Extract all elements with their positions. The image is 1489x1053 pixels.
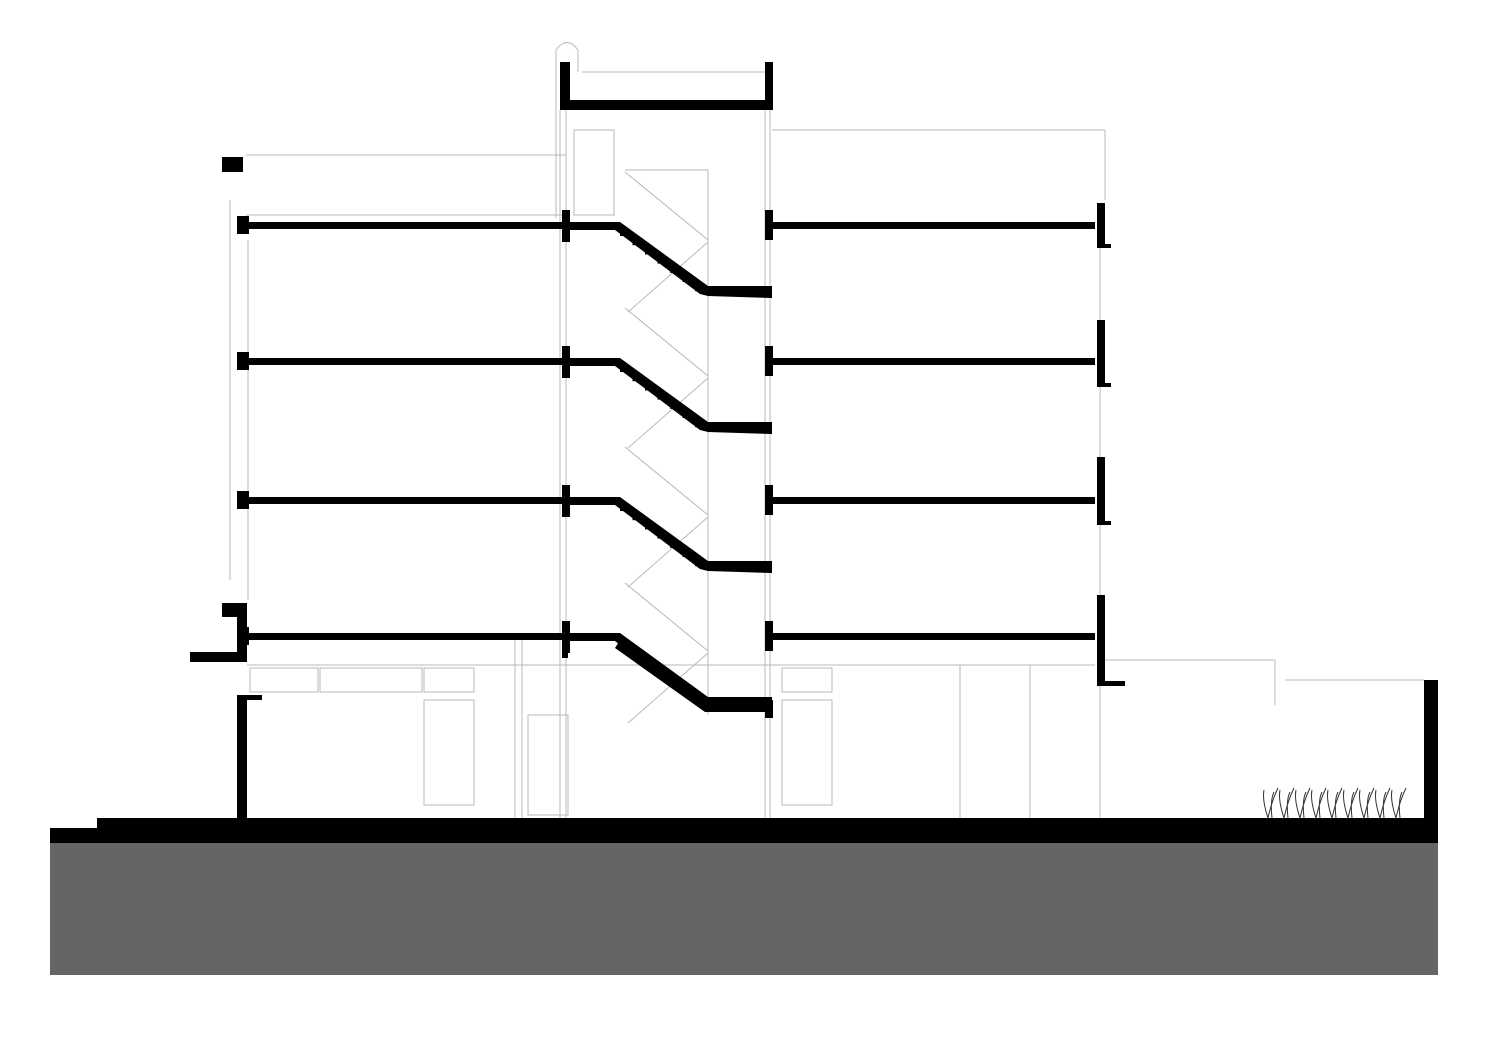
right-facade-edge: [1097, 203, 1105, 248]
roof-hatch-arc: [555, 42, 579, 51]
core-beam-left: [562, 485, 570, 517]
stair-rail: [624, 582, 709, 652]
core-beam-right: [765, 210, 773, 240]
planting: [1311, 787, 1327, 819]
floor-slab-right: [770, 497, 1095, 504]
transom-panel: [249, 667, 319, 693]
left-canopy-post: [237, 617, 247, 657]
stair-step: [645, 523, 651, 530]
door-upper: [573, 129, 615, 216]
stair-step: [682, 551, 689, 557]
stair-step: [657, 532, 664, 539]
planting: [1327, 787, 1343, 819]
stair-back-flight: [627, 516, 709, 588]
ground-floor-slab: [97, 818, 1438, 828]
stair-step: [645, 248, 651, 255]
transom-panel: [319, 667, 423, 693]
planting: [1359, 787, 1375, 819]
stair-rail: [624, 171, 709, 241]
stair-step: [632, 239, 639, 246]
stair-flight: [565, 222, 772, 298]
core-beam-left: [562, 346, 570, 378]
stair-flight: [565, 358, 772, 434]
right-facade-edge: [1097, 457, 1105, 525]
core-roof-wall-right: [765, 62, 773, 110]
stair-step: [670, 266, 676, 273]
floor-slab-right: [770, 222, 1095, 229]
stair-flight-ground: [615, 640, 772, 712]
left-canopy-top: [222, 603, 247, 617]
core-beam-right: [765, 346, 773, 376]
right-facade-edge: [1097, 320, 1105, 387]
floor-slab-left: [247, 633, 565, 640]
cut-elements: [50, 62, 1438, 975]
core-beam-right: [765, 485, 773, 515]
stair-step: [657, 393, 664, 400]
left-parapet: [222, 157, 243, 172]
stair-step: [695, 285, 701, 292]
core-roof-wall-left: [560, 62, 570, 110]
core-beam-left: [562, 621, 570, 653]
right-facade-return: [1097, 383, 1111, 387]
site-boundary-wall: [1424, 680, 1438, 828]
stair-step: [645, 384, 651, 391]
stair-rail: [624, 307, 709, 377]
stair-step: [682, 412, 689, 418]
planting: [1263, 787, 1279, 819]
stair-flight: [565, 633, 772, 709]
stair-rail: [624, 446, 709, 516]
ground-left-wall-cap: [237, 695, 262, 700]
transom-panel: [781, 667, 833, 693]
facade-slab-edge-left: [237, 491, 249, 509]
planting: [1295, 787, 1311, 819]
floor-slab-left: [247, 222, 565, 229]
right-canopy: [1097, 681, 1125, 686]
transom-panel: [423, 667, 475, 693]
planting: [1343, 787, 1359, 819]
ground-slab: [50, 828, 1438, 843]
stair-step: [632, 514, 639, 521]
core-beam-left: [562, 210, 570, 242]
planting: [1391, 787, 1407, 819]
stair-step: [695, 421, 701, 428]
floor-slab-right: [770, 633, 1095, 640]
facade-slab-edge-left: [237, 352, 249, 370]
floor-slab-left: [247, 497, 565, 504]
facade-slab-edge-left: [237, 216, 249, 234]
window-ground-right: [781, 699, 833, 806]
floor-slab-left: [247, 358, 565, 365]
floor-slab-right: [770, 358, 1095, 365]
window-ground-left: [423, 699, 475, 806]
core-beam-right: [765, 621, 773, 651]
ground-mass: [50, 843, 1438, 975]
stair-step: [657, 257, 664, 264]
stair-step: [682, 276, 689, 282]
stair-step: [670, 402, 676, 409]
right-facade-return: [1097, 244, 1111, 248]
stair-step: [620, 230, 626, 236]
stair-step: [670, 541, 676, 548]
core-roof-slab: [560, 100, 773, 110]
planting: [1375, 787, 1391, 819]
planting: [1279, 787, 1295, 819]
background-lines: [229, 42, 1424, 819]
stair-step: [620, 366, 626, 372]
stair-step: [632, 375, 639, 382]
left-canopy-base: [190, 652, 247, 662]
stair-flight: [565, 497, 772, 573]
stair-step: [695, 560, 701, 567]
core-stub-ground: [562, 640, 568, 658]
ground-left-wall: [237, 695, 247, 818]
stair-back-flight: [627, 377, 709, 449]
right-facade-return: [1097, 521, 1111, 525]
door-ground: [527, 714, 569, 816]
right-facade-edge: [1097, 595, 1105, 685]
stair-back-flight: [627, 241, 709, 313]
stair-step: [620, 505, 626, 511]
